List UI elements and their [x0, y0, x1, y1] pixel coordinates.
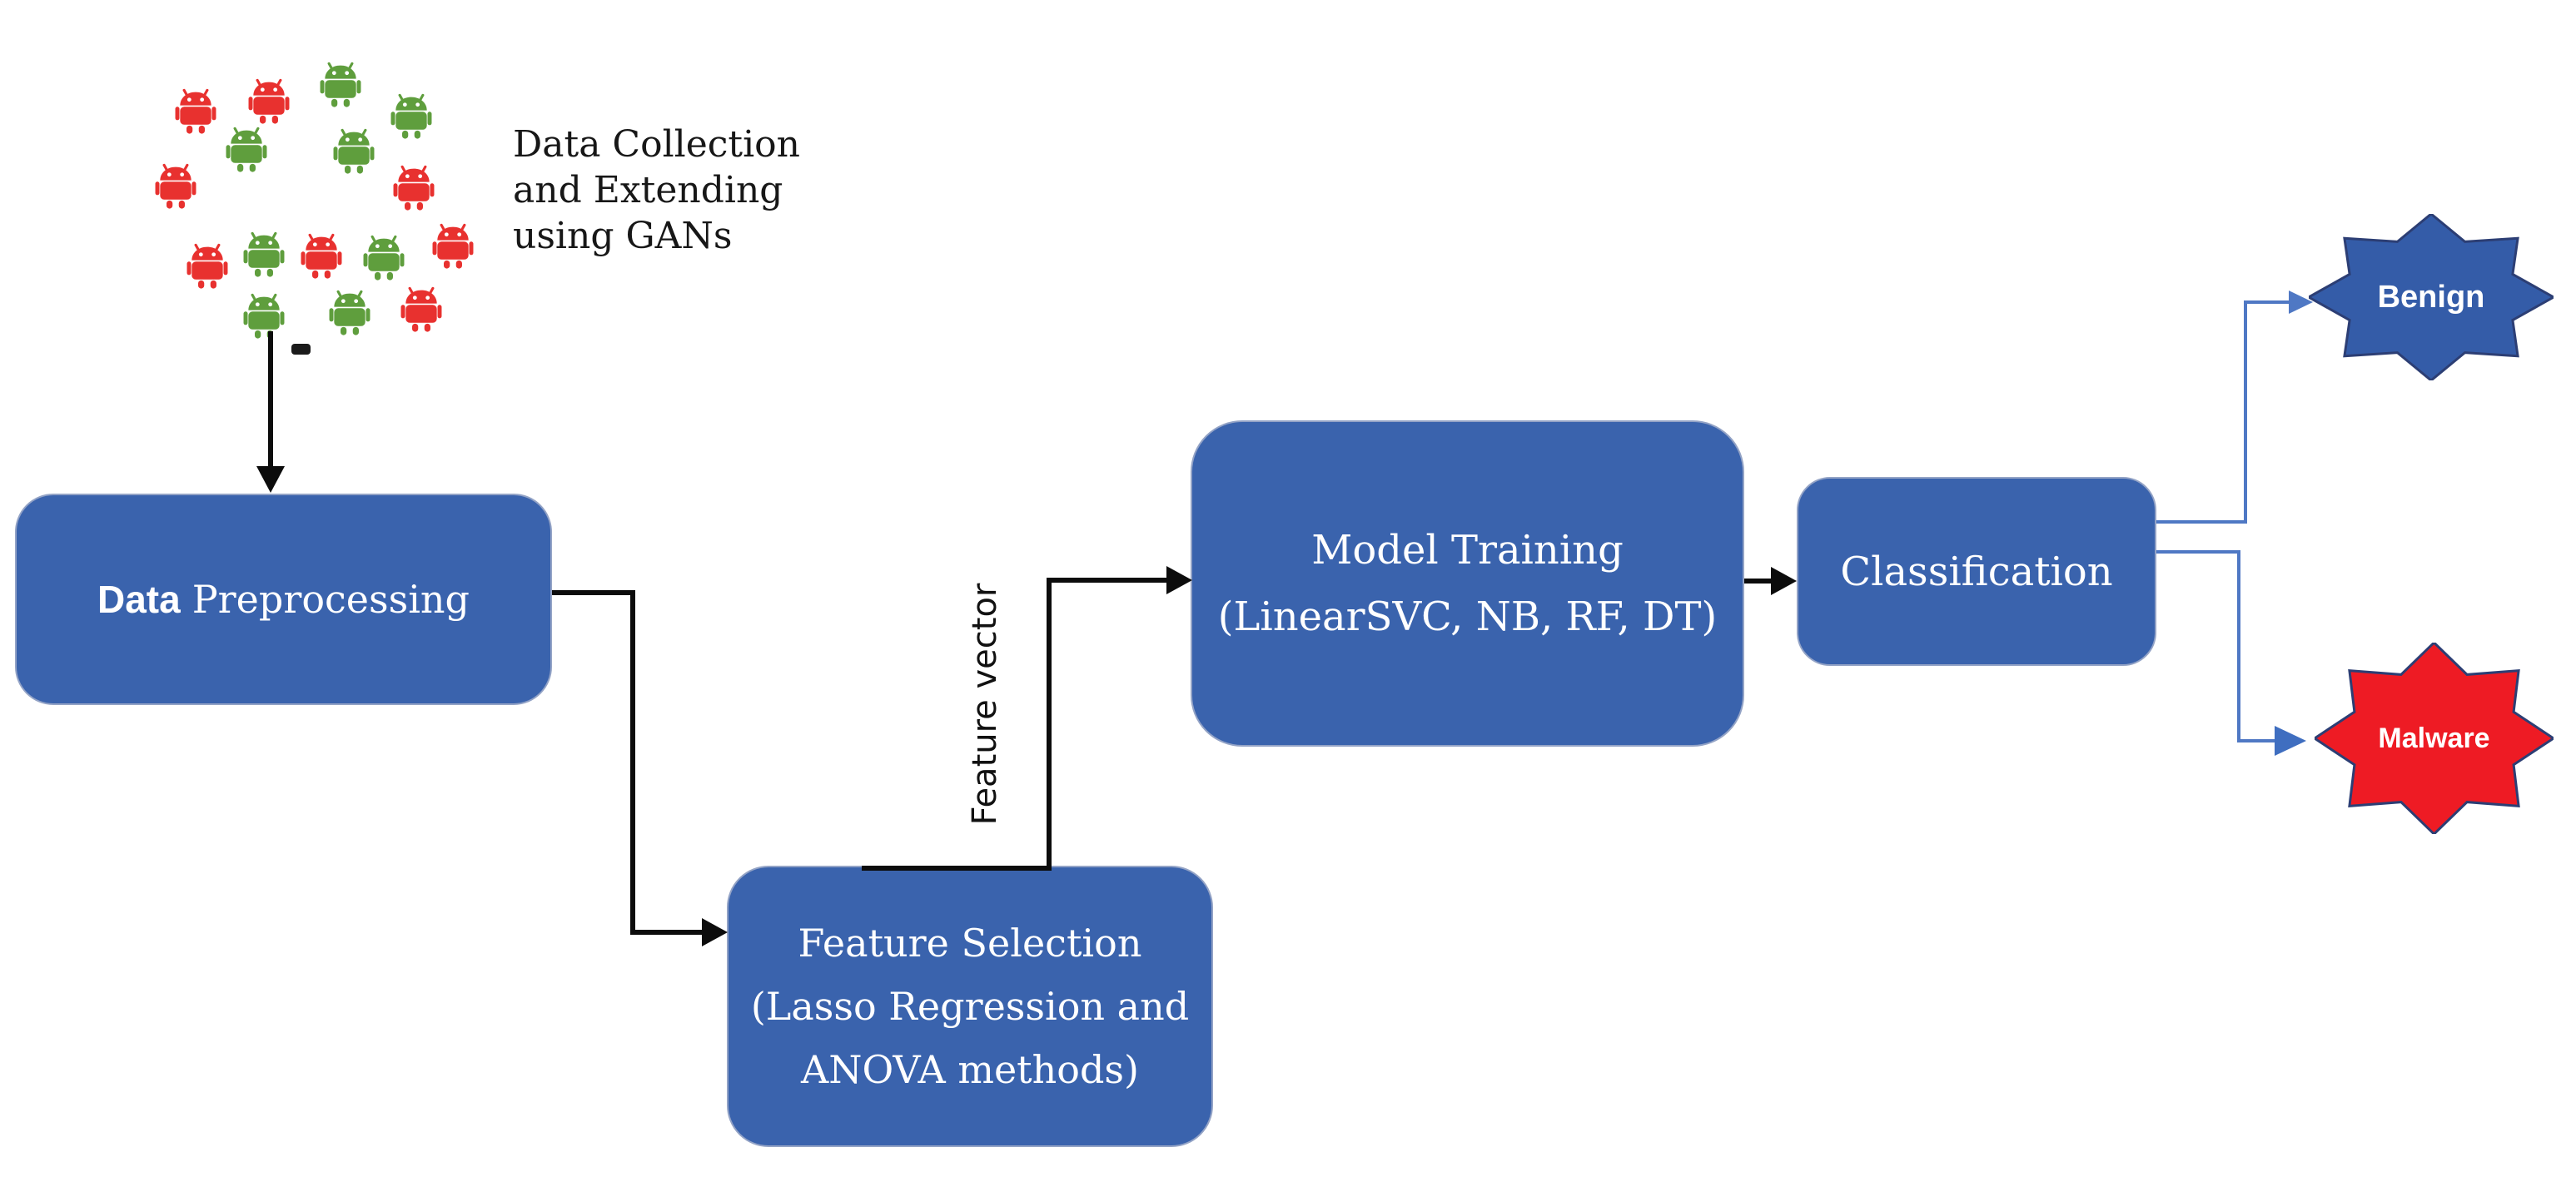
android-robot-icon-green [241, 231, 287, 277]
node-model-training-line: Model Training [1311, 527, 1624, 574]
benign-star-icon [2309, 214, 2554, 380]
connector-classification-to-benign [2156, 291, 2313, 524]
android-cluster [133, 58, 500, 350]
benign-label: Benign [2377, 279, 2485, 315]
small-dash-mark [291, 344, 311, 355]
caption-data-collection: Data Collection and Extending using GANs [513, 122, 800, 259]
android-robot-icon-green [361, 234, 407, 281]
caption-line: Data Collection [513, 123, 800, 166]
connector-training-to-classification [1744, 567, 1797, 595]
node-feature-selection-line: ANOVA methods) [801, 1047, 1139, 1092]
malware-star-icon [2315, 643, 2554, 834]
label-part-rest: Preprocessing [191, 577, 470, 622]
android-robot-icon-red [184, 242, 231, 289]
connector-cluster-to-preprocessing [256, 331, 285, 493]
android-robot-icon-red [390, 164, 437, 211]
android-robot-icon-red [398, 286, 445, 332]
connector-selection-to-training [862, 566, 1192, 871]
android-robot-icon-green [331, 127, 377, 174]
node-feature-selection-line: (Lasso Regression and [750, 984, 1190, 1029]
caption-line: using GANs [513, 215, 733, 257]
android-robot-icon-green [317, 61, 364, 107]
node-classification: Classification [1797, 477, 2156, 666]
label-part-bold: Data [97, 578, 181, 621]
connector-classification-to-malware [2156, 550, 2306, 756]
android-robot-icon-red [246, 77, 292, 124]
android-robot-icon-red [298, 232, 345, 279]
android-robot-icon-green [388, 92, 435, 139]
node-feature-selection: Feature Selection (Lasso Regression and … [727, 866, 1213, 1147]
android-robot-icon-red [172, 87, 219, 134]
android-robot-icon-red [152, 162, 199, 209]
node-model-training: Model Training (LinearSVC, NB, RF, DT) [1191, 420, 1744, 747]
feature-vector-label: Feature vector [966, 583, 1004, 826]
connector-preprocessing-to-selection [552, 590, 728, 946]
android-robot-icon-green [223, 126, 270, 172]
node-malware: Malware [2315, 643, 2554, 834]
node-classification-label: Classification [1840, 548, 2113, 595]
android-robot-icon-green [241, 292, 287, 339]
node-model-training-line: (LinearSVC, NB, RF, DT) [1217, 593, 1718, 640]
caption-line: and Extending [513, 169, 783, 211]
android-robot-icon-red [430, 222, 476, 269]
node-benign: Benign [2309, 214, 2554, 380]
malware-label: Malware [2378, 722, 2490, 754]
node-feature-selection-line: Feature Selection [798, 921, 1142, 966]
android-robot-icon-green [326, 289, 373, 335]
